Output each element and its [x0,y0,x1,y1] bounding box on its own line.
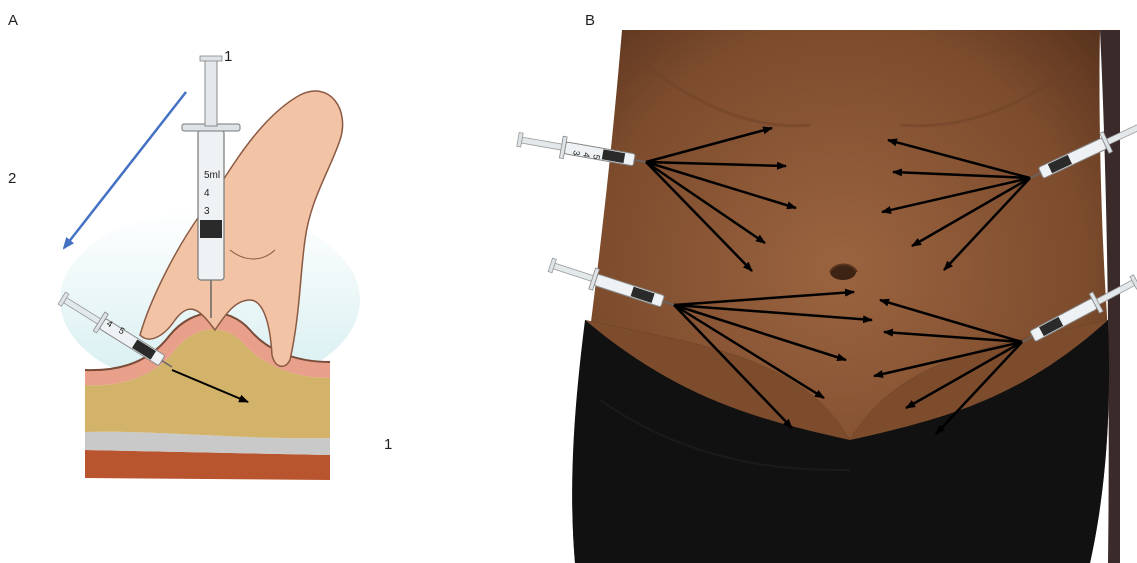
step-1-bottom-label: 1 [384,436,392,453]
step-2-label: 2 [8,170,16,187]
panel-a-illustration: 5ml 4 3 5 4 [56,56,360,480]
scale-mark-5ml: 5ml [204,170,220,181]
panel-a-label: A [8,12,18,29]
muscle-layer [85,450,330,480]
scale-mark-3: 3 [204,206,210,217]
panel-b-label: B [585,12,595,29]
scale-mark-4: 4 [204,188,210,199]
step-1-top-label: 1 [224,48,232,65]
